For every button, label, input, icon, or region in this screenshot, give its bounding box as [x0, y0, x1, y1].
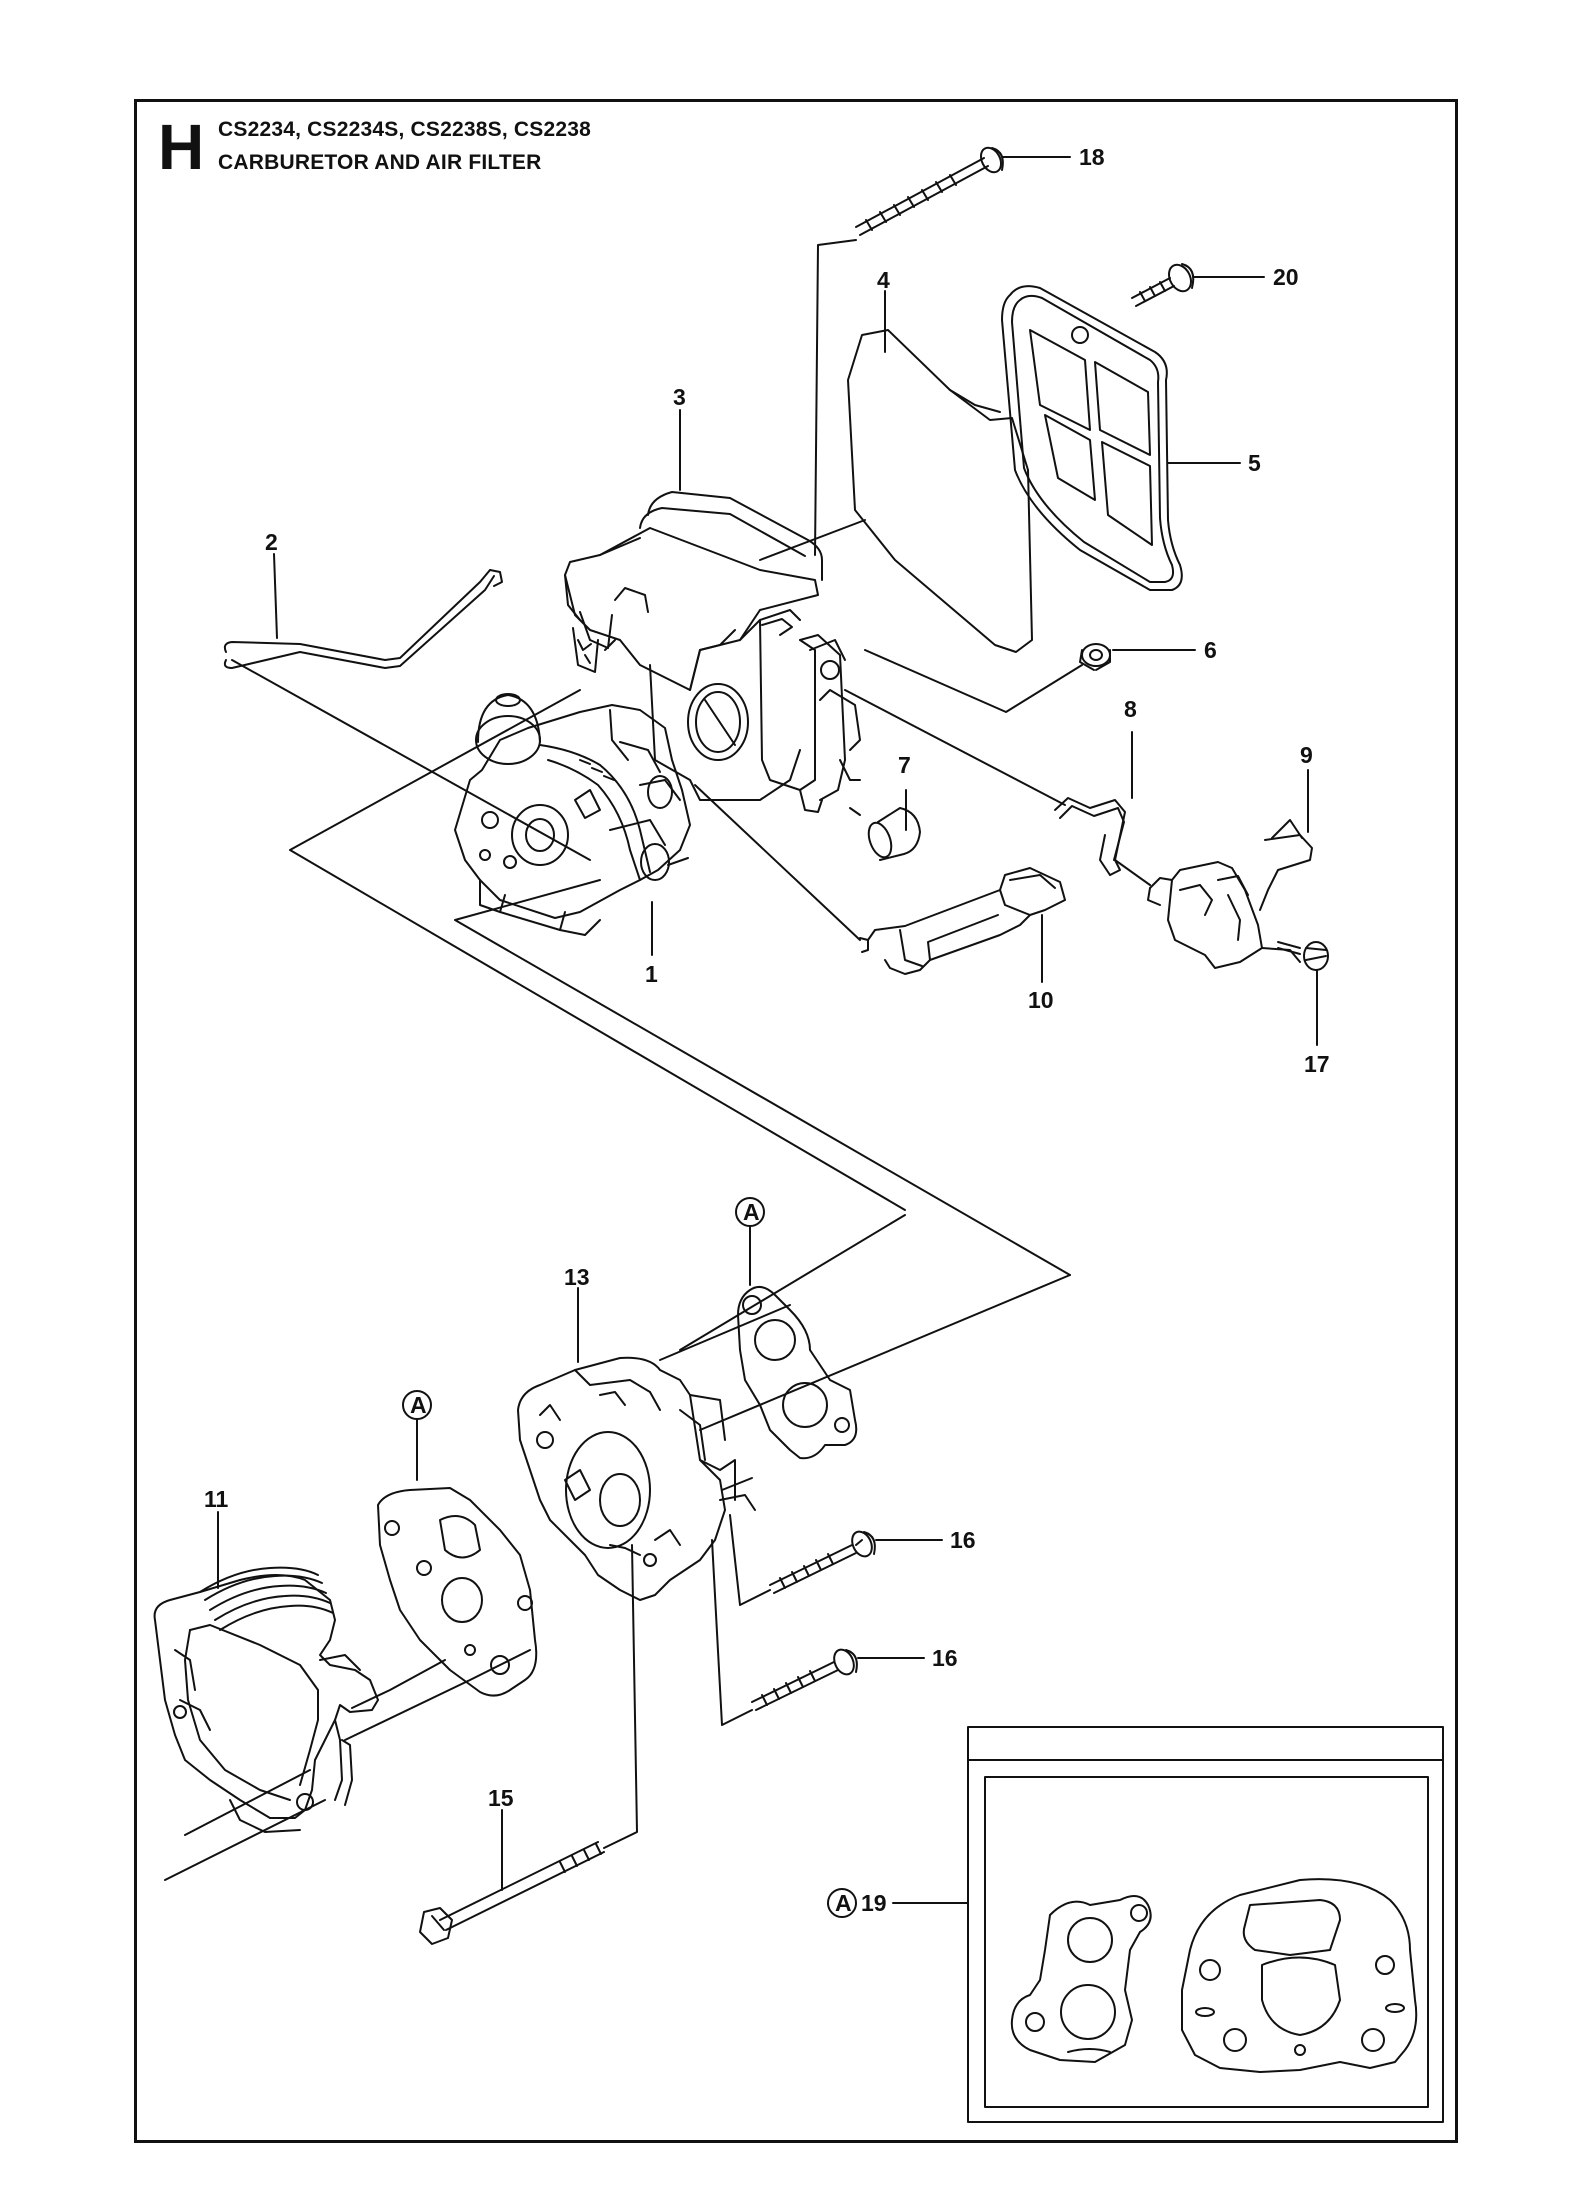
part-2-choke-rod: [223, 569, 503, 669]
part-gasket-upper: [737, 1285, 858, 1460]
kit-marker-lower-label: A: [410, 1392, 427, 1418]
part-5-filter-gasket: [1001, 285, 1183, 591]
part-20-screw: [1131, 263, 1195, 307]
guide-line-10: [694, 784, 861, 941]
guide-line-2-to-1: [231, 659, 591, 861]
kit-marker-19: [827, 1888, 857, 1918]
callout-7: 7: [898, 752, 911, 778]
part-13-intake-adapter: [517, 1356, 756, 1601]
kit-marker-19-label: A: [835, 1890, 852, 1916]
part-8-throttle-spring: [1054, 797, 1126, 876]
guide-line-16-upper-b: [729, 1514, 736, 1561]
part-18-long-screw: [855, 146, 1004, 236]
guide-line-1-mount: [289, 689, 906, 1211]
part-1-carburetor: [454, 693, 691, 936]
diagram-subtitle: CARBURETOR AND AIR FILTER: [218, 151, 542, 174]
guide-line-11-bottom-b: [184, 1769, 311, 1836]
guide-line-13-upper: [659, 1304, 791, 1361]
callout-3: 3: [673, 384, 686, 410]
part-16-screw-lower: [751, 1648, 858, 1711]
callout-11: 11: [204, 1486, 229, 1512]
guide-line-8: [844, 689, 1066, 806]
guide-line-13-lower: [721, 1477, 753, 1491]
kit-marker-upper-label: A: [743, 1199, 760, 1225]
leader-18-guide: [814, 239, 857, 556]
callout-8: 8: [1124, 696, 1137, 722]
callout-13: 13: [564, 1264, 590, 1290]
callout-2: 2: [265, 529, 278, 555]
callout-10: 10: [1028, 987, 1054, 1013]
guide-line-16-upper: [734, 1559, 771, 1606]
guide-line-11-upper: [351, 1659, 446, 1709]
part-6-nut: [1079, 643, 1111, 671]
callout-5: 5: [1248, 450, 1261, 476]
callout-1: 1: [645, 961, 658, 987]
guide-line-6: [864, 649, 1083, 713]
part-gasket-lower: [377, 1487, 538, 1697]
part-16-screw-upper: [769, 1530, 876, 1594]
callout-19: 19: [861, 1890, 887, 1916]
guide-line-gasket-lower: [699, 1274, 1071, 1431]
callout-16-upper: 16: [950, 1527, 976, 1553]
section-letter: H: [158, 111, 205, 183]
part-4-filter-inner: [949, 389, 1001, 413]
part-7-bushing: [849, 807, 921, 861]
guide-line-1-lower: [454, 879, 1071, 1276]
callout-20: 20: [1273, 264, 1299, 290]
guide-line-11-bottom: [164, 1799, 326, 1881]
part-15-long-bolt: [419, 1841, 605, 1945]
callout-9: 9: [1300, 742, 1313, 768]
part-3-airbox: [564, 491, 861, 813]
callout-18: 18: [1079, 144, 1105, 170]
leader-2: [273, 553, 278, 639]
gasket-kit-inset: [967, 1726, 1444, 2123]
part-4-filter-element: [847, 329, 1033, 653]
callout-4: 4: [877, 267, 890, 293]
part-11-cylinder-shield: [153, 1566, 379, 1833]
guide-line-15: [603, 1544, 638, 1849]
model-list: CS2234, CS2234S, CS2238S, CS2238: [218, 118, 591, 141]
callout-15: 15: [488, 1785, 514, 1811]
guide-line-11-lower: [344, 1649, 531, 1741]
callout-6: 6: [1204, 637, 1217, 663]
guide-line-9: [1114, 859, 1151, 886]
callout-16-lower: 16: [932, 1645, 958, 1671]
callout-17: 17: [1304, 1051, 1330, 1077]
part-10-throttle-link: [859, 867, 1066, 975]
part-9-throttle-trigger: [1147, 819, 1313, 969]
guide-line-gasket-upper: [679, 1214, 906, 1351]
part-17-screw: [1277, 941, 1329, 971]
diagram-frame: [134, 99, 1458, 2143]
guide-line-16-lower: [711, 1539, 753, 1726]
guide-line-3-to-4: [759, 519, 866, 561]
